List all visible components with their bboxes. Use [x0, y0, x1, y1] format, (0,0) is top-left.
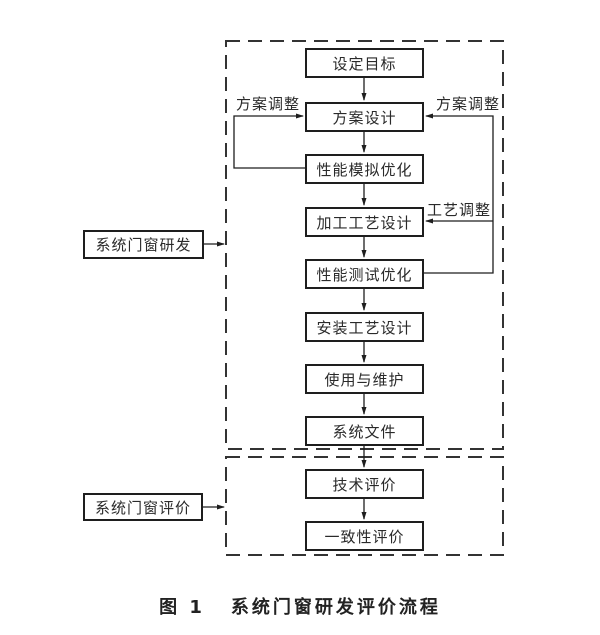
- loop-right-process-label: 工艺调整: [427, 201, 492, 219]
- step-10-box: 一致性评价: [305, 521, 424, 551]
- step-6-box: 安装工艺设计: [305, 312, 424, 342]
- figure-title: 系统门窗研发评价流程: [230, 597, 441, 618]
- step-3-box: 性能模拟优化: [305, 154, 424, 184]
- loop-left-label: 方案调整: [236, 95, 301, 113]
- phase-development-box: 系统门窗研发: [83, 230, 204, 259]
- step-1-box: 设定目标: [305, 48, 424, 78]
- loop-left-connector: [233, 113, 305, 169]
- step-9-box: 技术评价: [305, 469, 424, 499]
- step-2-box: 方案设计: [305, 102, 424, 132]
- loop-right-scheme-label: 方案调整: [436, 95, 501, 113]
- figure-number: 图 1: [159, 597, 205, 618]
- loop-right-scheme-connector: [424, 113, 494, 274]
- phase-evaluation-box: 系统门窗评价: [83, 493, 203, 521]
- step-7-box: 使用与维护: [305, 364, 424, 394]
- step-8-box: 系统文件: [305, 416, 424, 446]
- step-5-box: 性能测试优化: [305, 259, 424, 289]
- step-4-box: 加工工艺设计: [305, 207, 424, 237]
- figure-caption: 图 1 系统门窗研发评价流程: [0, 593, 600, 619]
